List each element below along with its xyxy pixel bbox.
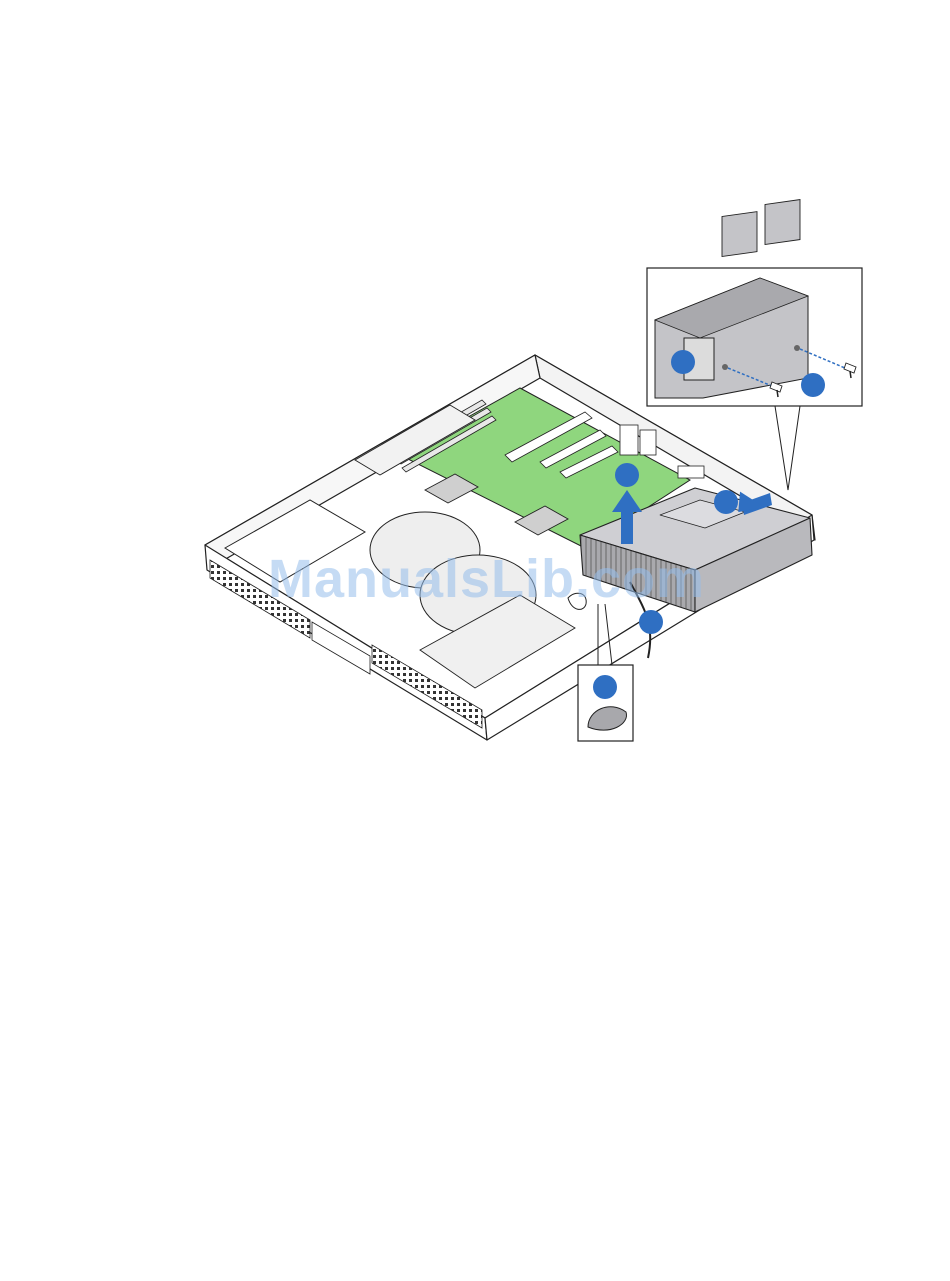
callout-marker-b: [801, 373, 825, 397]
inset-leader: [775, 406, 800, 490]
inset-vent-1: [722, 212, 757, 257]
inset-vent-2: [765, 200, 800, 245]
callout-marker-e: [639, 610, 663, 634]
inset-screw-hole-2: [794, 345, 800, 351]
callout-marker-a: [671, 350, 695, 374]
callout-marker-f: [593, 675, 617, 699]
inset-screw-hole-1: [722, 364, 728, 370]
callout-marker-d: [714, 490, 738, 514]
callout-marker-c: [615, 463, 639, 487]
